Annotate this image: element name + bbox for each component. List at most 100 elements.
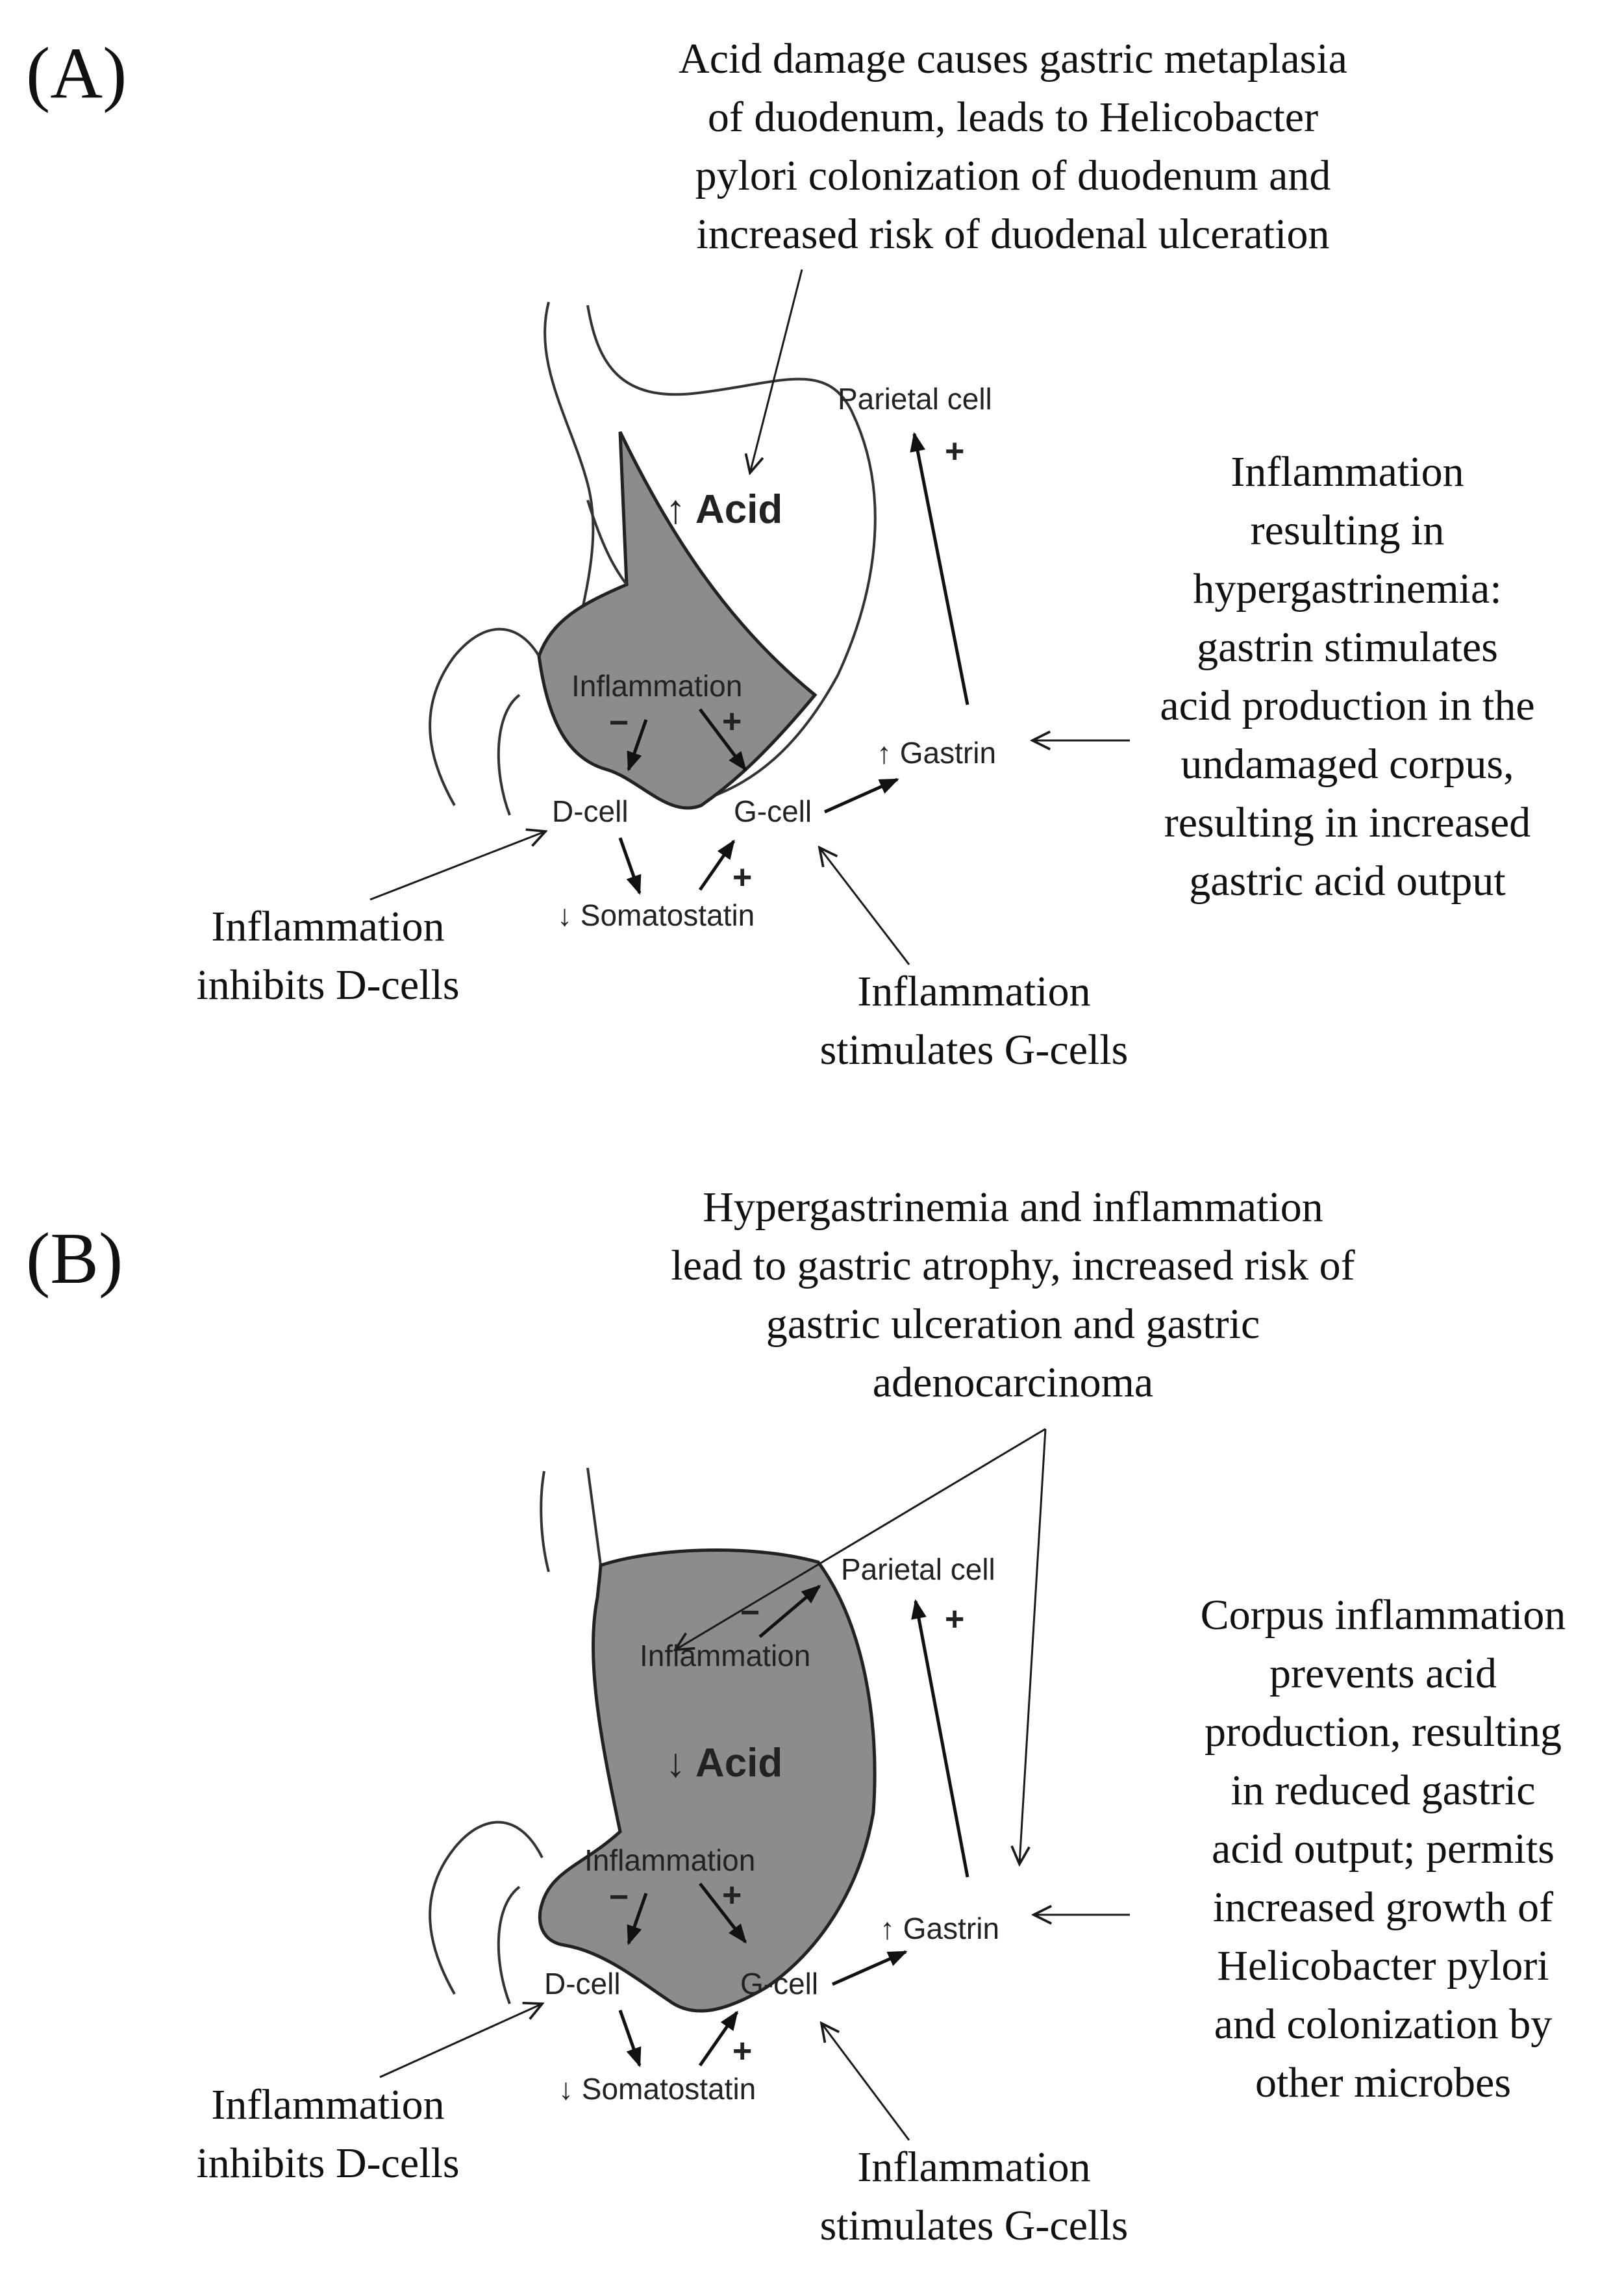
- plus-sign: +: [722, 703, 742, 740]
- pointer-top-annotation: [750, 269, 803, 473]
- arrow-d-cell-to-somatostatin: [618, 2010, 642, 2067]
- arrow-inflammation-to-g-cell: [699, 708, 747, 772]
- panel-b-top-annotation: Hypergastrinemia and inflammation lead t…: [671, 1183, 1355, 1406]
- plus-sign: +: [732, 859, 752, 896]
- annotation-line: increased growth of: [1213, 1884, 1553, 1931]
- somatostatin-label: ↓ Somatostatin: [558, 2072, 756, 2106]
- annotation-line: Inflammation: [1230, 448, 1464, 496]
- annotation-line: of duodenum, leads to Helicobacter: [708, 94, 1318, 141]
- annotation-line: Inflammation: [211, 2081, 444, 2128]
- annotation-line: undamaged corpus,: [1181, 740, 1514, 788]
- pointer-bottom-annotation: [821, 2023, 910, 2141]
- lesser-curvature: [586, 499, 628, 586]
- arrow-somatostatin-to-g-cell: [698, 2010, 739, 2067]
- gastrin-label: ↑ Gastrin: [877, 736, 996, 770]
- minus-sign: −: [609, 704, 629, 742]
- annotation-line: stimulates G-cells: [820, 2202, 1129, 2249]
- minus-sign: −: [609, 1878, 629, 1916]
- arrow-inflammation-to-g-cell: [699, 1882, 747, 1944]
- arrow-gastrin-to-parietal-cell: [910, 432, 969, 705]
- duodenum-outer: [429, 1821, 543, 1995]
- annotation-line: hypergastrinemia:: [1193, 565, 1501, 612]
- annotation-line: acid production in the: [1160, 682, 1534, 729]
- annotation-line: Helicobacter pylori: [1217, 1942, 1549, 1989]
- pointer-top-annotation-to-corpus: [675, 1428, 1046, 1650]
- arrow-inflammation-to-d-cell: [627, 719, 648, 772]
- arrow-somatostatin-to-g-cell: [698, 839, 736, 891]
- annotation-line: and colonization by: [1214, 2001, 1553, 2048]
- plus-sign: +: [732, 2032, 752, 2070]
- pointer-top-annotation-to-gastrin: [1019, 1428, 1047, 1864]
- annotation-line: gastric acid output: [1189, 857, 1506, 905]
- arrow-inflammation-to-d-cell: [627, 1893, 648, 1945]
- annotation-line: other microbes: [1255, 2059, 1511, 2106]
- stomach-inflamed-region: [538, 1548, 877, 2013]
- panel-b: (B) Hypergastrinemia and inflammation le…: [26, 1183, 1566, 2249]
- minus-sign: −: [740, 1594, 760, 1632]
- panel-a-left-annotation: Inflammation inhibits D-cells: [196, 903, 459, 1009]
- gastrin-label: ↑ Gastrin: [880, 1912, 999, 1945]
- pointer-bottom-annotation: [819, 848, 910, 965]
- annotation-line: Inflammation: [857, 968, 1090, 1015]
- annotation-line: inhibits D-cells: [196, 961, 459, 1009]
- stomach-b: [429, 1467, 877, 2013]
- annotation-line: gastric ulceration and gastric: [766, 1300, 1260, 1348]
- arrow-g-cell-to-gastrin: [831, 1950, 908, 1986]
- panel-b-left-annotation: Inflammation inhibits D-cells: [196, 2081, 459, 2187]
- annotation-line: Acid damage causes gastric metaplasia: [679, 35, 1347, 82]
- annotation-line: increased risk of duodenal ulceration: [697, 210, 1330, 258]
- d-cell-label: D-cell: [552, 794, 629, 828]
- parietal-cell-label: Parietal cell: [838, 382, 992, 416]
- annotation-line: prevents acid: [1269, 1650, 1497, 1697]
- annotation-line: adenocarcinoma: [873, 1359, 1153, 1406]
- panel-a-label: (A): [26, 33, 127, 114]
- annotation-line: stimulates G-cells: [820, 1026, 1129, 1074]
- annotation-line: resulting in: [1251, 507, 1445, 554]
- stomach-outer-wall: [586, 305, 877, 803]
- annotation-line: in reduced gastric: [1230, 1767, 1535, 1814]
- arrow-d-cell-to-somatostatin: [618, 837, 642, 895]
- panel-b-right-annotation: Corpus inflammation prevents acid produc…: [1201, 1591, 1566, 2106]
- acid-level-label: ↑ Acid: [666, 487, 782, 532]
- esophagus-left-wall: [543, 301, 595, 631]
- stomach-a: [429, 301, 877, 816]
- corpus-inflammation-label: Inflammation: [640, 1639, 810, 1673]
- somatostatin-label: ↓ Somatostatin: [557, 898, 755, 932]
- arrow-gastrin-to-parietal-cell: [911, 1599, 969, 1878]
- parietal-cell-label: Parietal cell: [841, 1552, 995, 1586]
- annotation-line: Hypergastrinemia and inflammation: [703, 1183, 1323, 1231]
- arrow-corpus-inflammation-to-parietal-cell: [758, 1585, 821, 1638]
- annotation-line: Corpus inflammation: [1201, 1591, 1566, 1639]
- arrow-g-cell-to-gastrin: [823, 777, 899, 814]
- annotation-line: acid output; permits: [1212, 1825, 1555, 1873]
- pointer-left-annotation: [379, 2004, 542, 2078]
- panel-b-label: (B): [26, 1218, 123, 1299]
- duodenum-inner: [497, 694, 521, 816]
- g-cell-label: G-cell: [740, 1967, 818, 2001]
- annotation-line: Inflammation: [857, 2143, 1090, 2191]
- annotation-line: Inflammation: [211, 903, 444, 950]
- duodenum-inner: [497, 1886, 521, 2004]
- d-cell-label: D-cell: [544, 1967, 621, 2001]
- antrum-inflammation-label: Inflammation: [584, 1843, 755, 1877]
- panel-a-top-annotation: Acid damage causes gastric metaplasia of…: [679, 35, 1347, 258]
- esophagus-right-wall: [586, 1467, 602, 1566]
- annotation-line: inhibits D-cells: [196, 2140, 459, 2187]
- plus-sign: +: [945, 1600, 964, 1638]
- plus-sign: +: [945, 433, 964, 470]
- g-cell-label: G-cell: [734, 794, 812, 828]
- annotation-line: production, resulting: [1205, 1708, 1562, 1756]
- antrum-inflammation-label: Inflammation: [571, 669, 742, 703]
- duodenum-outer: [429, 627, 540, 806]
- panel-a: (A) Acid damage causes gastric metaplasi…: [26, 33, 1535, 1074]
- panel-a-bottom-annotation: Inflammation stimulates G-cells: [820, 968, 1129, 1074]
- annotation-line: gastrin stimulates: [1197, 624, 1498, 671]
- annotation-line: resulting in increased: [1164, 799, 1530, 846]
- pointer-left-annotation: [369, 831, 545, 901]
- plus-sign: +: [722, 1876, 742, 1914]
- annotation-line: lead to gastric atrophy, increased risk …: [671, 1242, 1355, 1289]
- annotation-line: pylori colonization of duodenum and: [695, 152, 1331, 199]
- acid-level-label: ↓ Acid: [666, 1741, 782, 1786]
- panel-b-bottom-annotation: Inflammation stimulates G-cells: [820, 2143, 1129, 2249]
